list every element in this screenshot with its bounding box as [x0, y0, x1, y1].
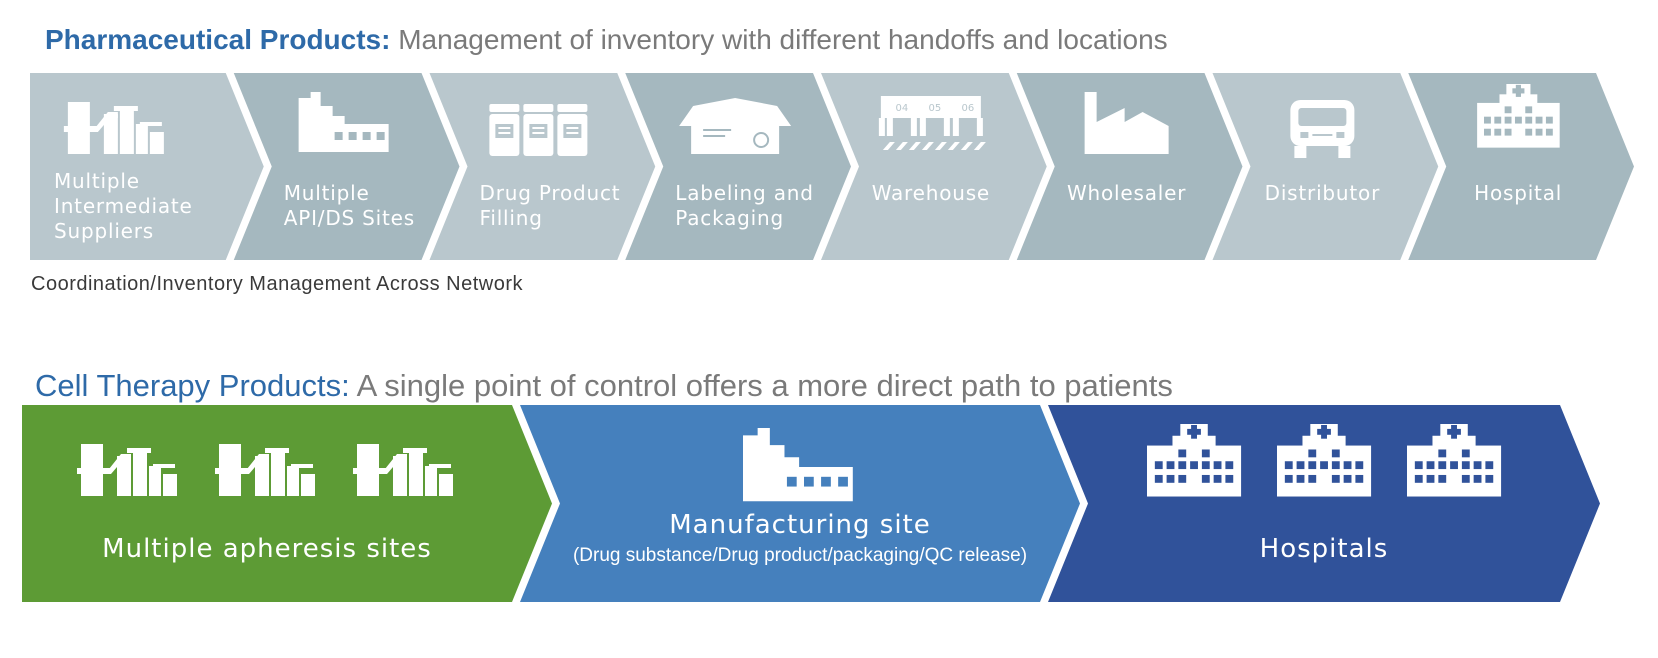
cell-segment-label: Manufacturing site — [669, 510, 931, 540]
wholesaler-icon — [1084, 92, 1169, 154]
pharma-step-label: Multiple — [54, 169, 140, 193]
pharma-step-label: Wholesaler — [1067, 181, 1186, 205]
cell-segment-label: Hospitals — [1260, 534, 1389, 564]
pharma-step-label: Distributor — [1265, 181, 1380, 205]
pharma-step-chevron — [233, 73, 460, 260]
truck-icon — [1290, 100, 1355, 158]
hospital-icon — [1477, 84, 1560, 148]
cell-segment: Hospitals — [1048, 405, 1600, 602]
pharma-step-label: Filling — [480, 206, 543, 230]
pharma-step-label: Warehouse — [872, 181, 990, 205]
pharma-step: Wholesaler — [1016, 73, 1243, 260]
pharma-step-chevron — [821, 73, 1047, 260]
pharma-step-label: Suppliers — [54, 219, 154, 243]
factory-icon — [743, 428, 853, 502]
pharma-step-label: Labeling and — [675, 181, 813, 205]
suppliers-icon — [353, 444, 453, 496]
hospital-icon — [1277, 424, 1372, 497]
pharma-step-label: Drug Product — [480, 181, 621, 205]
cell-segment-chevron — [520, 405, 1080, 602]
hospital-icon — [1407, 424, 1502, 497]
cell-therapy-chevron-row: Multiple apheresis sites Manufacturing s… — [22, 405, 1600, 602]
cell-segment: Manufacturing site (Drug substance/Drug p… — [520, 405, 1080, 602]
cell-title-rest: A single point of control offers a more … — [349, 368, 1173, 403]
hospital-icon — [1147, 424, 1242, 497]
cell-segment: Multiple apheresis sites — [22, 405, 552, 602]
cell-segment-label: Multiple apheresis sites — [102, 534, 432, 564]
factory-icon — [298, 92, 389, 152]
warehouse-bay-number: 04 — [896, 103, 909, 114]
cell-title-lead: Cell Therapy Products: — [35, 368, 350, 403]
vials-icon — [489, 104, 588, 156]
pharma-step-label: Intermediate — [54, 194, 193, 218]
suppliers-icon — [77, 444, 177, 496]
cell-segment-sublabel: (Drug substance/Drug product/packaging/Q… — [573, 545, 1027, 566]
pharma-step: Hospital — [1408, 73, 1634, 260]
pharma-step-label: Multiple — [284, 181, 370, 205]
suppliers-icon — [63, 102, 164, 154]
pharma-step-label: API/DS Sites — [284, 206, 415, 230]
pharma-step-chevron — [1212, 73, 1439, 260]
pharma-step-label: Packaging — [675, 206, 784, 230]
pharma-step: Distributor — [1212, 73, 1439, 260]
warehouse-icon: 04 05 06 — [878, 96, 986, 150]
pharma-step-chevron — [625, 73, 851, 260]
pharma-title-rest: Management of inventory with different h… — [390, 24, 1168, 55]
pharma-title: Pharmaceutical Products: Management of i… — [45, 24, 1168, 56]
warehouse-bay-number: 05 — [929, 103, 942, 114]
coordination-note: Coordination/Inventory Management Across… — [31, 273, 524, 295]
warehouse-bay-number: 06 — [962, 103, 975, 114]
pharma-title-lead: Pharmaceutical Products: — [45, 24, 391, 55]
pharma-step-chevron — [1016, 73, 1243, 260]
pharma-step-label: Hospital — [1474, 181, 1562, 205]
cell-segment-chevron — [22, 405, 552, 602]
package-icon — [679, 98, 792, 154]
cell-therapy-title: Cell Therapy Products: A single point of… — [35, 368, 1173, 404]
pharma-step-chevron — [429, 73, 656, 260]
pharma-step-chevron — [1408, 73, 1634, 260]
suppliers-icon — [215, 444, 315, 496]
